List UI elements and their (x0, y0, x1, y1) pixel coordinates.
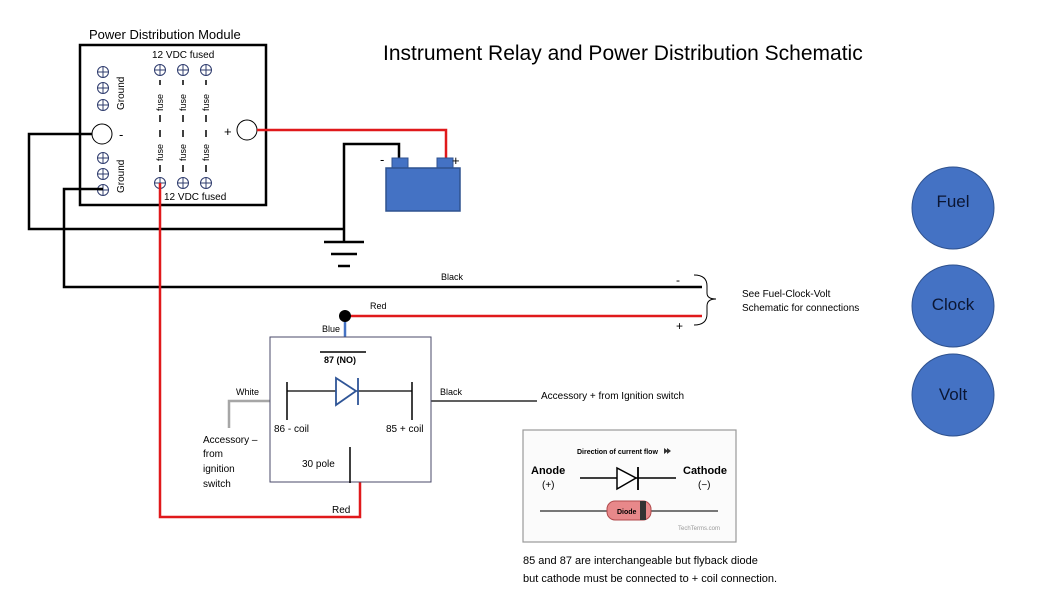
diode-anode-sign: (+) (542, 480, 555, 491)
negative-bus-terminal (91, 123, 113, 145)
relay-diode-symbol (335, 376, 358, 407)
diode-watermark: TechTerms.com (678, 526, 720, 532)
bracket-note-line2: Schematic for connections (742, 303, 859, 314)
screw-terminal-icon (97, 82, 109, 94)
direction-arrow-icon (664, 448, 671, 454)
module-top-label: 12 VDC fused (152, 50, 214, 61)
gauge-fuel-label: Fuel (936, 192, 969, 211)
battery-body (385, 167, 461, 212)
gauge-clock: Clock (911, 264, 995, 348)
note-line2: but cathode must be connected to + coil … (523, 573, 777, 585)
wire-module-negative-to-ground (27, 132, 344, 231)
ground-label-top: Ground (116, 77, 127, 110)
wire-white (227, 399, 287, 428)
screw-terminal-icon (177, 177, 189, 189)
accessory-left-line2: from (203, 449, 223, 460)
screw-terminal-icon (177, 64, 189, 76)
relay-pin-86-label: 86 - coil (274, 424, 309, 435)
ground-symbol (324, 240, 364, 268)
module-plus-sign: + (224, 124, 232, 139)
diagram-title: Instrument Relay and Power Distribution … (383, 42, 863, 65)
fuse-label-1: fuse (155, 94, 165, 111)
relay: 87 (NO) 86 - coil 85 + coil 30 pole (269, 336, 432, 483)
label-red-wire-top: Red (370, 301, 387, 311)
fuse-label-4: fuse (155, 144, 165, 161)
wire-battery-negative-to-ground (342, 142, 401, 242)
accessory-left-line1: Accessory – (203, 435, 258, 446)
module-title: Power Distribution Module (89, 27, 241, 42)
relay-pin-87-label: 87 (NO) (324, 355, 356, 365)
diode-image-frame (522, 429, 737, 543)
fuse-label-5: fuse (178, 144, 188, 161)
fuse-label-2: fuse (178, 94, 188, 111)
screw-terminal-icon (97, 168, 109, 180)
relay-pin-85-label: 85 + coil (386, 424, 424, 435)
accessory-left-text: Accessory – from ignition switch (203, 435, 258, 490)
gauge-volt-label: Volt (939, 385, 968, 404)
fuse-label-6: fuse (201, 144, 211, 161)
note-line1: 85 and 87 are interchangeable but flybac… (523, 555, 758, 567)
label-white-wire: White (236, 387, 259, 397)
accessory-left-line3: ignition (203, 464, 235, 475)
screw-terminal-icon (97, 66, 109, 78)
diode-reference-image: Direction of current flow Anode (+) Cath… (522, 429, 737, 543)
screw-terminal-icon (97, 152, 109, 164)
bracket-note-line1: See Fuel-Clock-Volt (742, 289, 831, 300)
module-bottom-label: 12 VDC fused (164, 192, 226, 203)
module-box (78, 43, 268, 207)
diode-direction-label: Direction of current flow (577, 449, 658, 456)
positive-bus-terminal (236, 119, 258, 141)
screw-terminals (97, 64, 212, 196)
diode-component-label: Diode (617, 509, 637, 516)
bracket-plus: + (676, 319, 683, 333)
label-black-relay-wire: Black (440, 387, 463, 397)
diode-schematic-triangle (616, 466, 638, 491)
label-black-wire: Black (441, 272, 464, 282)
gauge-fuel: Fuel (911, 166, 995, 250)
gauge-volt: Volt (911, 353, 995, 437)
junction-dot (339, 310, 351, 322)
screw-terminal-icon (200, 64, 212, 76)
curly-brace (693, 274, 717, 326)
relay-pin-30-label: 30 pole (302, 459, 335, 470)
battery-minus: - (380, 152, 384, 167)
wire-ground-to-gauges (62, 187, 702, 289)
diode-anode-label: Anode (531, 465, 565, 477)
diode-cathode-sign: (−) (698, 480, 711, 491)
diode-component-band (640, 501, 646, 520)
gauge-clock-label: Clock (932, 295, 975, 314)
accessory-right-label: Accessory + from Ignition switch (541, 391, 684, 402)
gauge-fuel-circle (911, 166, 995, 250)
module-minus-sign: - (119, 127, 123, 142)
power-distribution-module: Power Distribution Module 12 VDC fused 1… (78, 27, 268, 207)
ground-label-bottom: Ground (116, 160, 127, 193)
screw-terminal-icon (97, 99, 109, 111)
gauge-volt-circle (911, 353, 995, 437)
battery-plus: + (452, 153, 460, 168)
battery: - + (380, 152, 461, 212)
label-red-wire-bottom: Red (332, 505, 350, 516)
gauge-connection-bracket: - + See Fuel-Clock-Volt Schematic for co… (676, 273, 859, 333)
wire-module-positive-to-battery (257, 128, 448, 160)
diode-cathode-label: Cathode (683, 465, 727, 477)
label-blue-wire: Blue (322, 324, 340, 334)
screw-terminal-icon (200, 177, 212, 189)
accessory-left-line4: switch (203, 479, 231, 490)
fuse-label-3: fuse (201, 94, 211, 111)
fuse-dashes (159, 80, 207, 172)
bracket-minus: - (676, 273, 680, 287)
screw-terminal-icon (154, 64, 166, 76)
gauge-clock-circle (911, 264, 995, 348)
